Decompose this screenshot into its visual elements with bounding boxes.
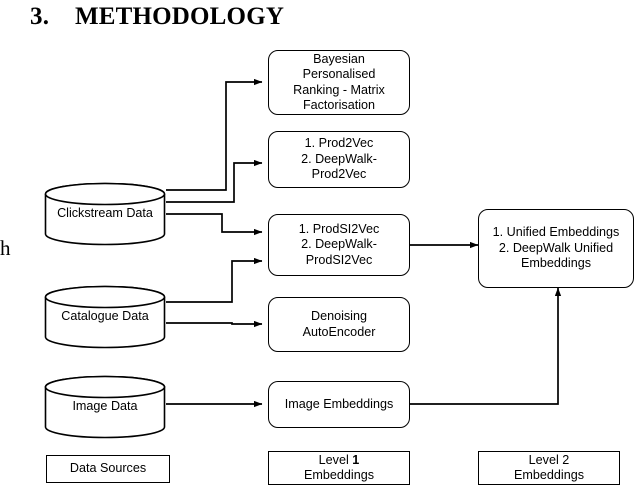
data-source-label: Clickstream Data [57, 206, 153, 220]
data-source-label: Image Data [72, 399, 138, 413]
data-source-label: Catalogue Data [61, 309, 149, 323]
legend-level-2-prefix: Level [528, 452, 563, 467]
node-image-embeddings[interactable]: Image Embeddings [268, 381, 410, 428]
node-prodsi2vec[interactable]: 1. ProdSI2Vec 2. DeepWalk- ProdSI2Vec [268, 214, 410, 276]
legend-level-1-number: 1 [352, 452, 360, 467]
edge-clickstream-to-bpr [166, 78, 263, 191]
legend-level-1: Level 1 Embeddings [268, 451, 410, 485]
margin-text-fragment: h [0, 236, 11, 260]
node-unified-embeddings[interactable]: 1. Unified Embeddings 2. DeepWalk Unifie… [478, 209, 634, 288]
edge-catalogue-to-prodsi2vec [166, 257, 263, 303]
data-source-image[interactable]: Image Data [44, 375, 166, 439]
legend-level-2-suffix: Embeddings [513, 468, 584, 482]
legend-level-1-suffix: Embeddings [303, 468, 374, 482]
page-title: 3. METHODOLOGY [30, 3, 285, 30]
legend-data-sources: Data Sources [46, 455, 170, 483]
legend-level-1-prefix: Level [318, 452, 353, 467]
edge-clickstream-to-prodsi2vec [166, 213, 263, 236]
legend-level-2-number: 2 [562, 452, 570, 467]
node-denoising-autoencoder[interactable]: Denoising AutoEncoder [268, 297, 410, 352]
node-prod2vec[interactable]: 1. Prod2Vec 2. DeepWalk- Prod2Vec [268, 131, 410, 188]
cylinder-shape [44, 285, 166, 349]
legend-level-1-text: Level 1 Embeddings [304, 453, 374, 484]
cylinder-shape [44, 182, 166, 246]
data-source-clickstream[interactable]: Clickstream Data [44, 182, 166, 246]
cylinder-shape [44, 375, 166, 439]
data-source-catalogue[interactable]: Catalogue Data [44, 285, 166, 349]
node-bayesian-personalised-ranking[interactable]: Bayesian Personalised Ranking - Matrix F… [268, 50, 410, 115]
edge-image-embeddings-to-unified [410, 287, 562, 405]
legend-level-2-text: Level 2 Embeddings [514, 453, 584, 484]
edge-clickstream-to-prod2vec [166, 159, 263, 203]
edge-catalogue-to-denoising [166, 320, 263, 328]
legend-level-2: Level 2 Embeddings [478, 451, 620, 485]
